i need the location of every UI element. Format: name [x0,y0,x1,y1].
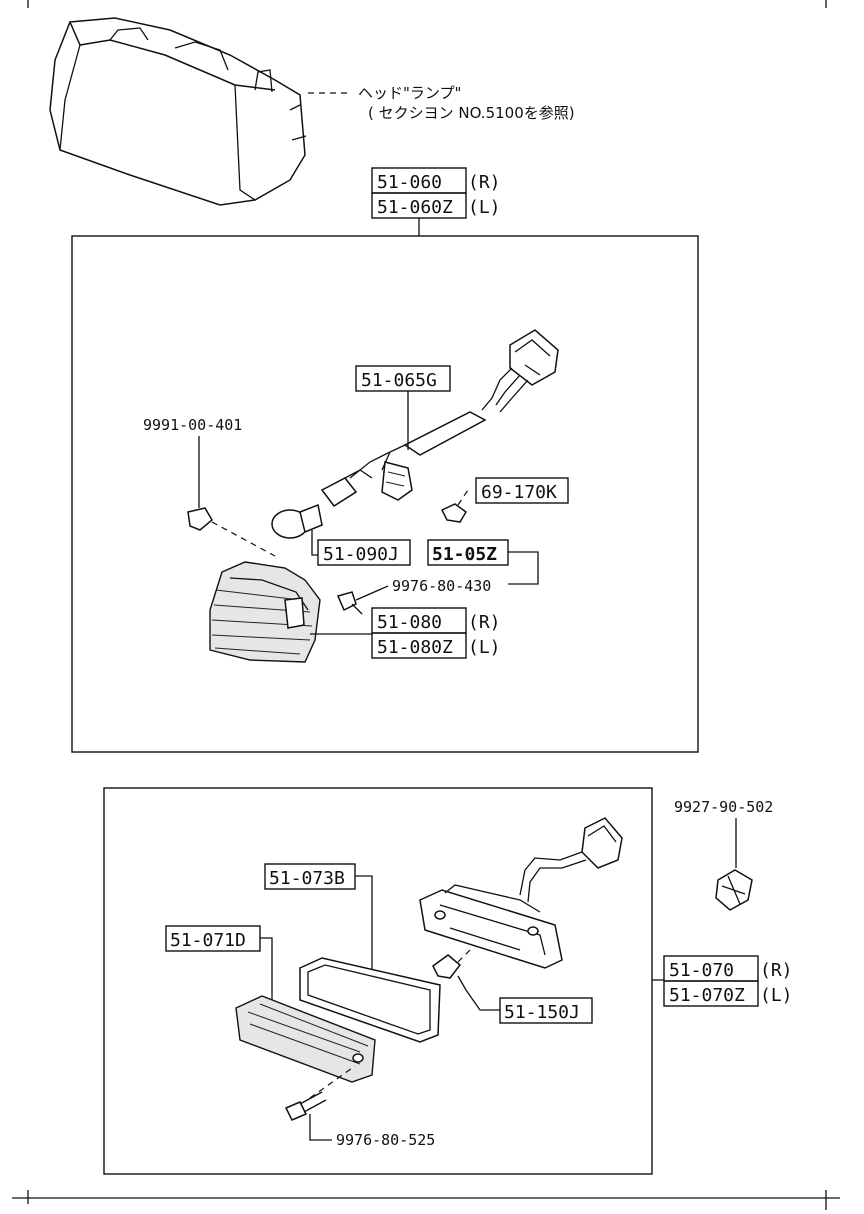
clip-9991-00-401: 9991-00-401 [143,416,276,557]
bulb-code: 51-090J [323,544,399,565]
socket-69-170K: 69-170K [440,477,569,523]
assembly-left-side: (L) [468,197,501,218]
harness-code: 51-065G [361,370,437,391]
assembly-right-side: (R) [468,172,501,193]
assembly-right-code: 51-060 [377,172,442,193]
assembly-label-51-060: 51-060 (R) 51-060Z (L) [371,167,501,236]
wiring-harness-drawing [320,329,559,508]
screw-9976-80-525: 9976-80-525 [284,1065,435,1149]
assembly-left-code: 51-060Z [377,197,453,218]
headlamp-section-ref: ( セクシヨン NO.5100を参照) [368,104,575,122]
lens-51-080-drawing [209,561,321,663]
lower-lens-code: 51-071D [170,930,246,951]
lens-right-side: (R) [468,612,501,633]
bulb-51-090J: 51-090J [271,503,411,566]
kit-51-05Z: 51-05Z [427,539,539,585]
lower-assembly-right-code: 51-070 [669,960,734,981]
lower-bulb-code: 51-150J [504,1002,580,1023]
lens-51-071D: 51-071D [165,925,376,1083]
lower-housing-drawing [419,817,623,979]
lens-right-code: 51-080 [377,612,442,633]
lower-assembly-left-code: 51-070Z [669,985,745,1006]
lens-left-code: 51-080Z [377,637,453,658]
kit-code: 51-05Z [432,544,497,565]
headlamp-drawing: ヘッド"ランプ" ( セクシヨン NO.5100を参照) [49,17,575,206]
upper-group-frame [71,235,699,753]
clip-9927-90-502: 9927-90-502 [674,798,773,911]
gasket-51-073B: 51-073B [264,863,441,1043]
corner-marks [12,0,840,1210]
lower-group-frame [103,787,653,1175]
bulb-51-150J: 51-150J [457,975,593,1024]
headlamp-label: ヘッド"ランプ" [358,84,461,102]
lower-screw-code: 9976-80-525 [336,1131,435,1149]
lens-left-side: (L) [468,637,501,658]
lower-assembly-right-side: (R) [760,960,793,981]
screw-9976-80-430: 9976-80-430 [336,577,491,615]
socket-code: 69-170K [481,482,557,503]
lower-assembly-left-side: (L) [760,985,793,1006]
assembly-label-51-070: 51-070 (R) 51-070Z (L) [652,955,793,1007]
clip-code: 9991-00-401 [143,416,242,434]
lens-label-51-080: 51-080 (R) 51-080Z (L) [310,607,501,659]
lower-clip-code: 9927-90-502 [674,798,773,816]
harness-label-51-065G: 51-065G [355,365,451,450]
gasket-code: 51-073B [269,868,345,889]
screw-code: 9976-80-430 [392,577,491,595]
